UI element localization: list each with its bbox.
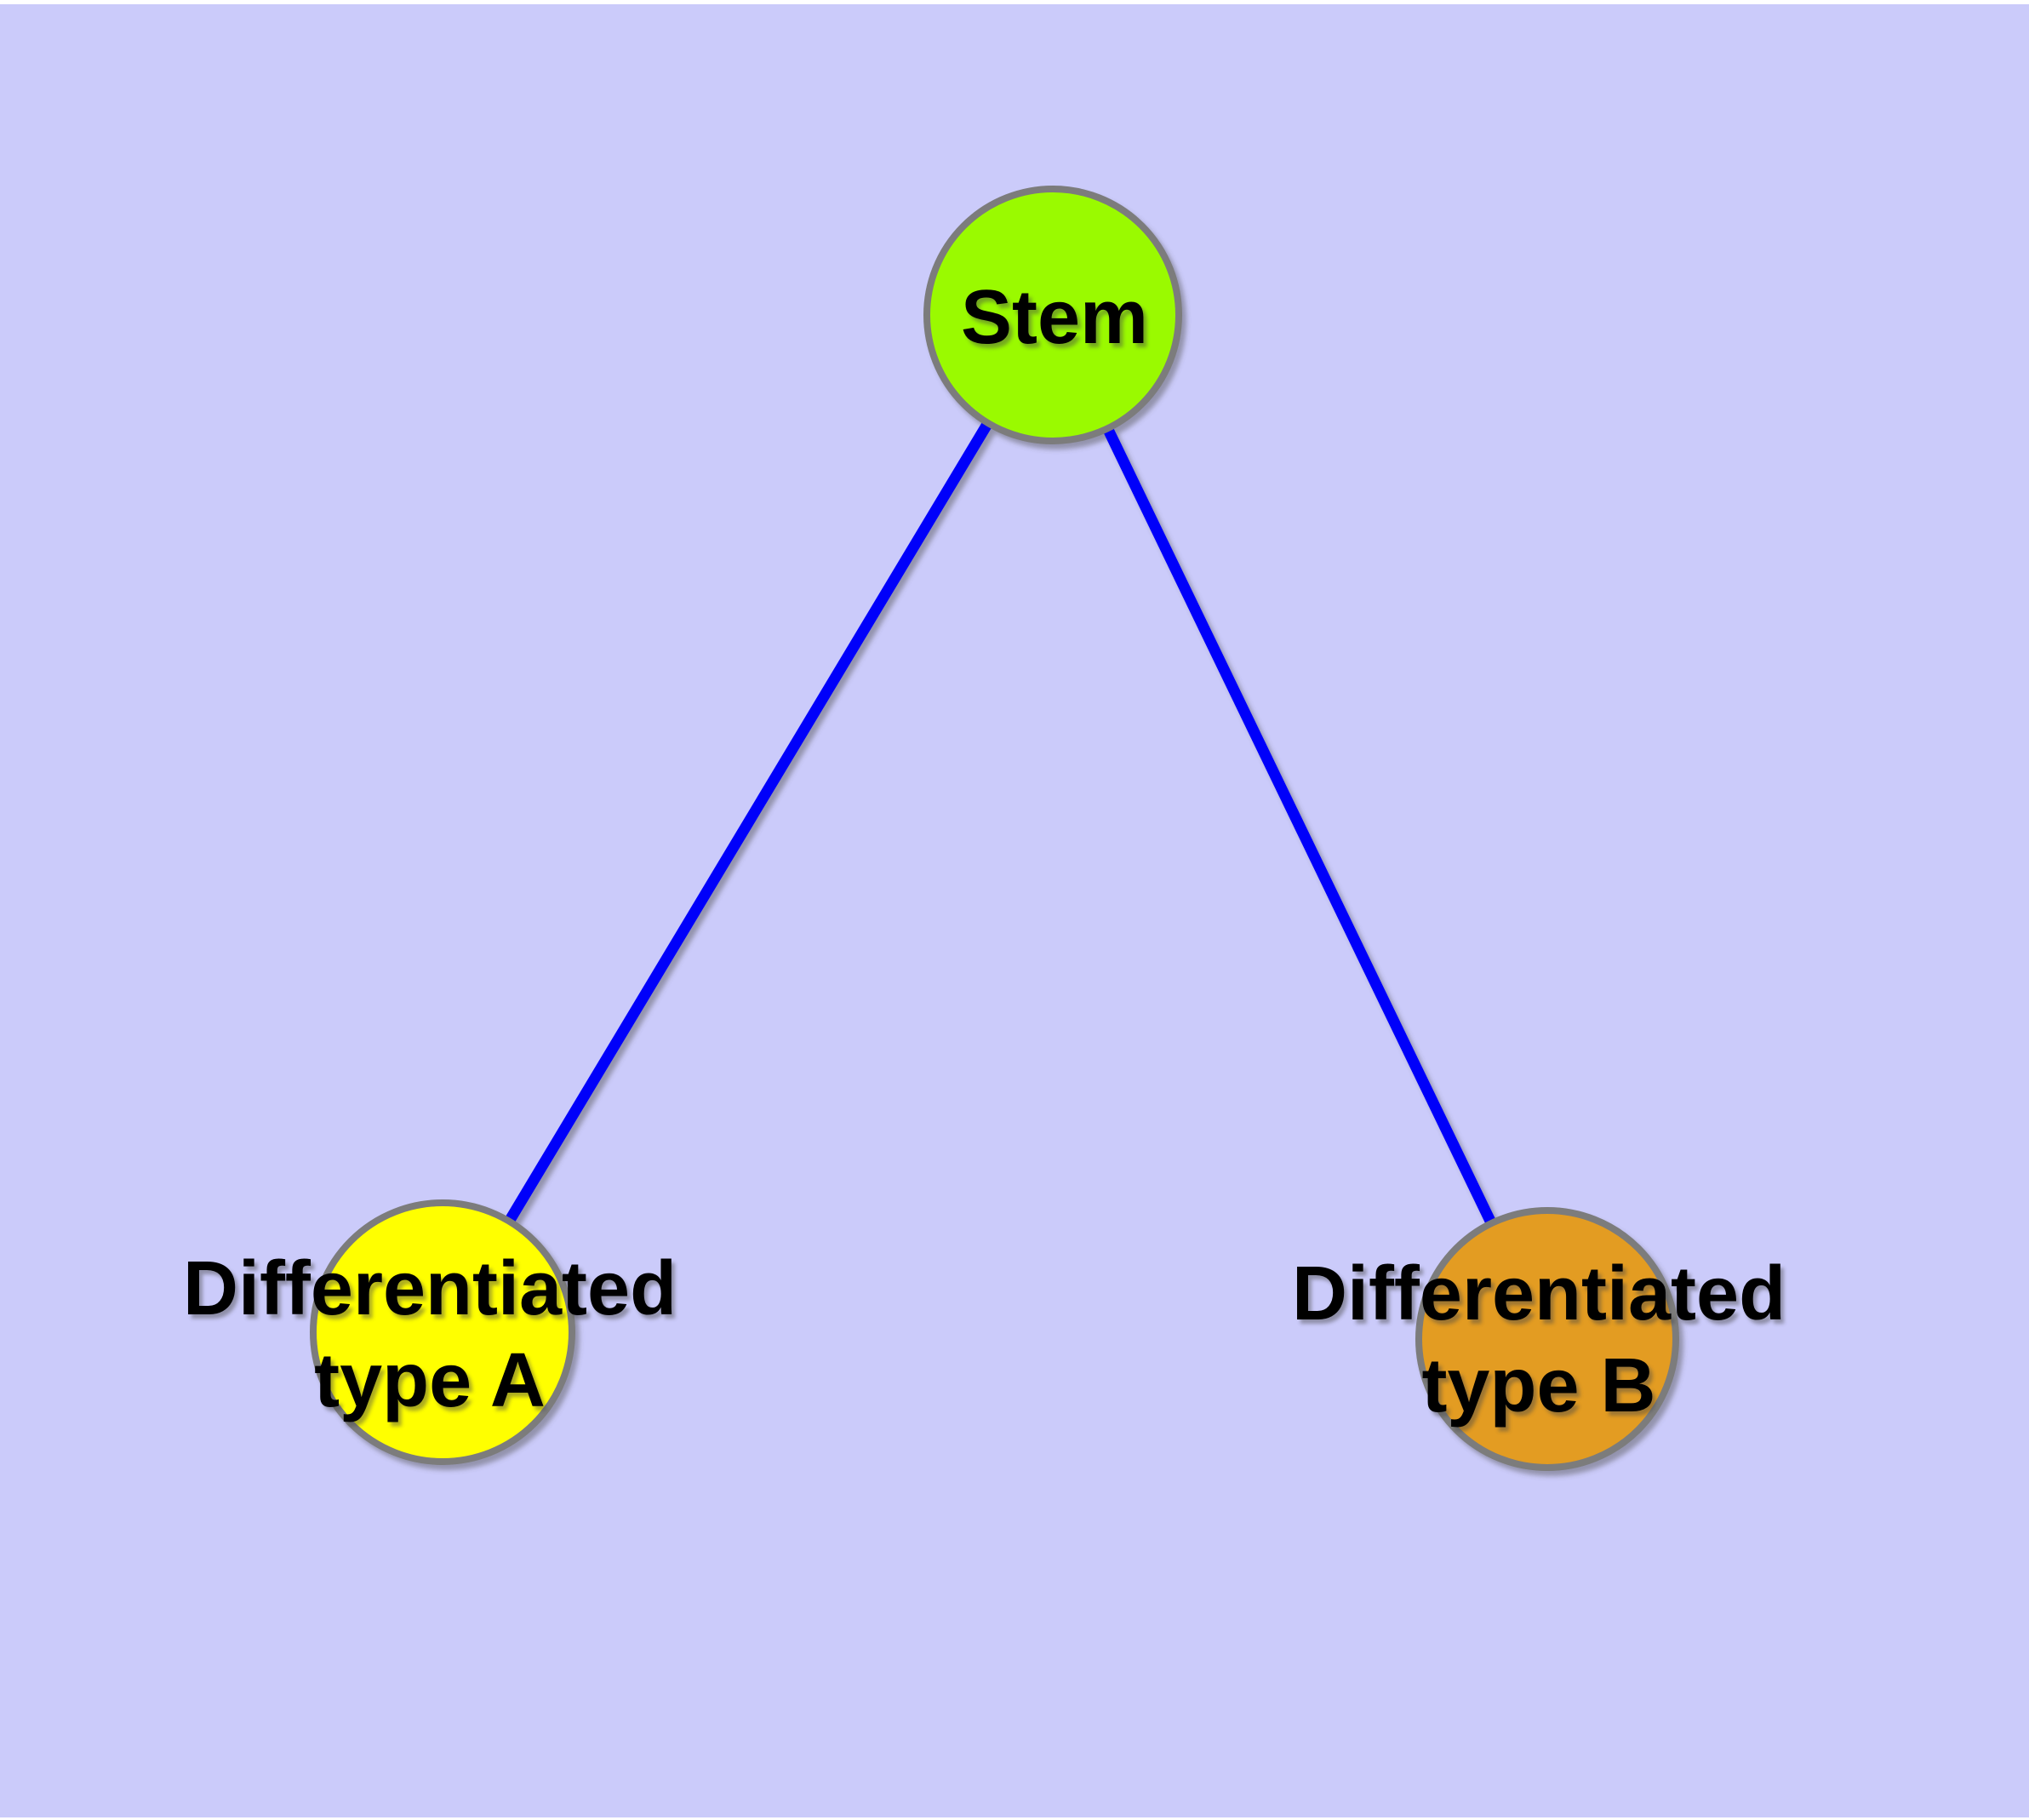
node-type-a-label-line1: Differentiated	[182, 1246, 677, 1331]
node-type-b-label-line1: Differentiated	[1291, 1251, 1786, 1336]
node-stem-label: Stem	[960, 275, 1149, 360]
node-type-b-circle	[1415, 1207, 1679, 1471]
bottom-margin-strip	[0, 1817, 2029, 1820]
node-type-a-label-line2: type A	[314, 1338, 546, 1423]
node-type-b-label-line2: type B	[1421, 1343, 1656, 1428]
edge-stem-to-type-a	[437, 312, 1058, 1336]
node-type-b-label: Differentiated type B	[1292, 1248, 1786, 1432]
top-margin-strip	[0, 0, 2029, 4]
node-stem-circle	[923, 186, 1182, 444]
node-type-a-circle	[310, 1199, 575, 1465]
edge-stem-to-type-b	[1048, 312, 1552, 1342]
node-type-a-label: Differentiated type A	[183, 1243, 677, 1427]
